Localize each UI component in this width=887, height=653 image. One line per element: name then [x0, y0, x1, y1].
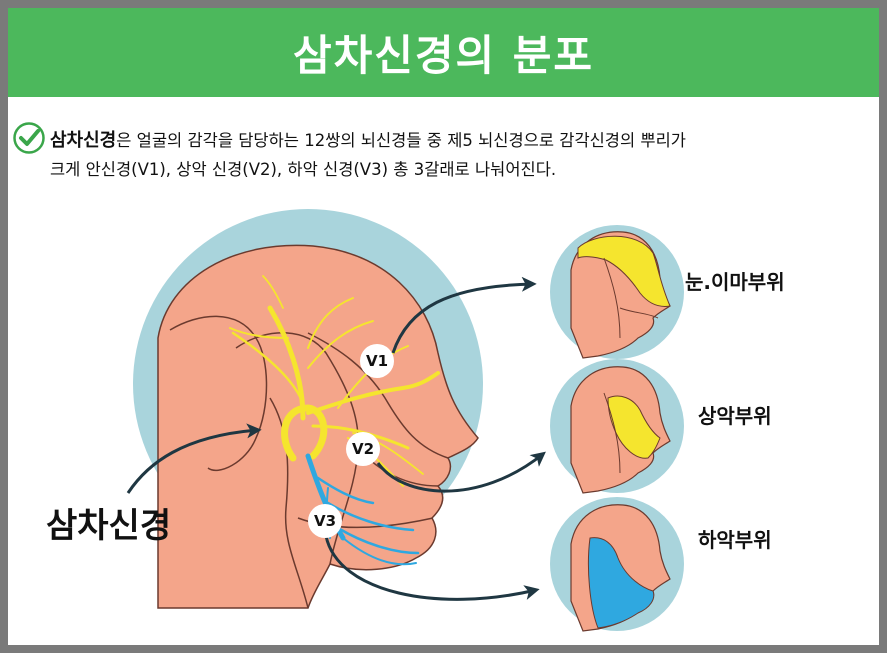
label-region-v1: 눈.이마부위	[685, 270, 785, 294]
nerve-diagram	[126, 209, 684, 632]
intro-line-1-rest: 은 얼굴의 감각을 담당하는 12쌍의 뇌신경들 중 제5 뇌신경으로 감각신경…	[116, 131, 686, 150]
region-v1-illustration	[550, 225, 684, 359]
intro-text: 삼차신경은 얼굴의 감각을 담당하는 12쌍의 뇌신경들 중 제5 뇌신경으로 …	[50, 126, 850, 184]
arrow-main	[126, 423, 262, 494]
label-region-v3: 하악부위	[698, 528, 772, 552]
arrow-v2	[376, 451, 546, 493]
arrow-v3	[324, 535, 540, 601]
intro-line-2: 크게 안신경(V1), 상악 신경(V2), 하악 신경(V3) 총 3갈래로 …	[50, 160, 557, 179]
intro-term: 삼차신경	[50, 130, 117, 151]
check-circle-icon	[13, 122, 45, 154]
title-banner: 삼차신경의 분포	[8, 8, 879, 97]
tag-v2: V2	[346, 432, 380, 466]
page-frame: 삼차신경의 분포 삼차신경은 얼굴의 감각을 담당하는 12쌍의 뇌신경들 중 …	[8, 8, 879, 645]
region-v2-illustration	[550, 359, 684, 494]
tag-v3: V3	[308, 504, 342, 538]
region-v3-illustration	[550, 497, 684, 632]
label-region-v2: 상악부위	[698, 404, 772, 428]
page-title: 삼차신경의 분포	[292, 31, 595, 80]
intro-line-1: 삼차신경은 얼굴의 감각을 담당하는 12쌍의 뇌신경들 중 제5 뇌신경으로 …	[50, 126, 850, 155]
tag-v1: V1	[360, 344, 394, 378]
arrow-v1	[391, 276, 537, 354]
label-trigeminal: 삼차신경	[46, 506, 172, 546]
